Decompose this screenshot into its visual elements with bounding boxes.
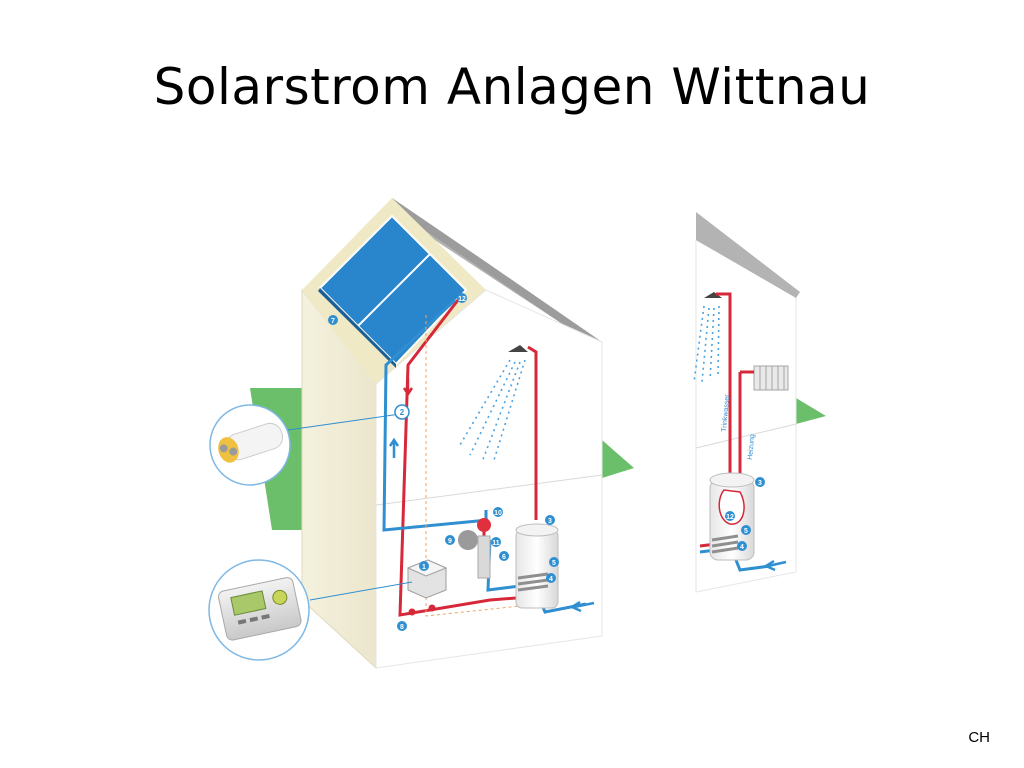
insulated-pipe-callout <box>209 404 291 486</box>
cutaway-floor-divider <box>695 423 797 449</box>
flow-arrow-down-icon <box>402 378 414 397</box>
roof-gray-top <box>392 198 602 342</box>
cutaway-roof <box>696 212 800 298</box>
marker-9: 9 <box>445 535 455 545</box>
marker-6: 6 <box>499 551 509 561</box>
svg-text:5: 5 <box>744 528 748 535</box>
marker-5-b: 5 <box>741 525 751 535</box>
solar-collector <box>318 214 468 368</box>
marker-11: 11 <box>491 537 501 547</box>
valve-icon <box>428 604 436 612</box>
safety-valve <box>477 518 491 532</box>
marker-2: 2 <box>394 404 410 420</box>
inlet-arrow-icon <box>569 600 595 613</box>
svg-text:9: 9 <box>448 538 452 545</box>
marker-12: 12 <box>457 293 467 303</box>
shower-head-icon <box>459 345 528 463</box>
flow-arrow-up-icon <box>388 437 400 458</box>
heating-label: Heizung <box>747 434 756 460</box>
svg-text:2: 2 <box>400 408 405 417</box>
marker-10: 10 <box>493 507 503 517</box>
marker-group-2: 3 12 5 4 <box>725 477 765 551</box>
svg-text:6: 6 <box>502 554 506 561</box>
svg-text:3: 3 <box>758 480 762 487</box>
marker-3: 3 <box>545 515 555 525</box>
marker-group: 7 12 2 10 9 11 6 3 5 4 1 8 <box>328 293 559 631</box>
marker-7: 7 <box>328 315 338 325</box>
drinking-water-label: Trinkwasser <box>721 394 731 433</box>
marker-8: 8 <box>397 621 407 631</box>
storage-tank <box>515 523 559 609</box>
svg-text:1: 1 <box>422 564 426 571</box>
expansion-vessel <box>458 530 478 550</box>
svg-text:10: 10 <box>494 510 502 517</box>
marker-5: 5 <box>549 557 559 567</box>
pipe-callout-line <box>287 413 401 431</box>
svg-text:12: 12 <box>458 296 466 303</box>
house-cutaway: Trinkwasser Heizung 3 12 5 4 <box>693 212 826 593</box>
controller-callout-line <box>309 581 413 601</box>
marker-4: 4 <box>546 573 556 583</box>
svg-text:12: 12 <box>726 514 734 521</box>
svg-text:8: 8 <box>400 624 404 631</box>
inlet-arrow-icon-2 <box>763 559 787 572</box>
radiator-icon <box>753 365 789 391</box>
svg-text:7: 7 <box>331 318 335 325</box>
svg-text:4: 4 <box>549 576 553 583</box>
ground-plane-2 <box>796 398 826 424</box>
house-main: 7 12 2 10 9 11 6 3 5 4 1 8 <box>250 198 634 670</box>
footer-label: CH <box>968 729 990 746</box>
marker-12-b: 12 <box>725 511 735 521</box>
marker-4-b: 4 <box>737 541 747 551</box>
pump-group <box>477 535 491 579</box>
valve-icon <box>408 608 416 616</box>
svg-text:3: 3 <box>548 518 552 525</box>
marker-3-b: 3 <box>755 477 765 487</box>
svg-text:5: 5 <box>552 560 556 567</box>
ground-plane-right <box>602 440 634 478</box>
controller-device-callout <box>208 559 310 661</box>
svg-text:4: 4 <box>740 544 744 551</box>
marker-1: 1 <box>419 561 429 571</box>
shower-head-icon-2 <box>693 292 722 383</box>
floor-divider <box>375 474 603 506</box>
svg-text:11: 11 <box>492 540 500 547</box>
sensor-line <box>425 315 521 617</box>
slide-title: Solarstrom Anlagen Wittnau <box>153 58 871 116</box>
